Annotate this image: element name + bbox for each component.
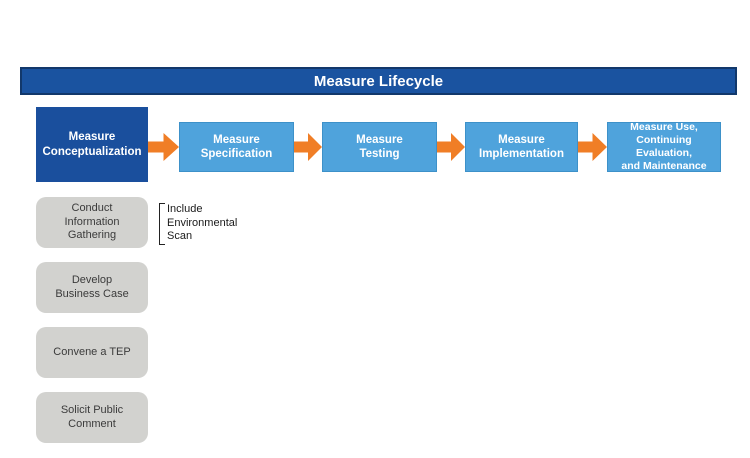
substep-convene-a-tep: Convene a TEP (36, 327, 148, 378)
stage-measure-use-evaluation-maintenance: Measure Use, Continuing Evaluation, and … (607, 121, 721, 172)
substep-develop-business-case: Develop Business Case (36, 262, 148, 313)
substep-conduct-information-gathering: Conduct Information Gathering (36, 197, 148, 248)
stage-measure-testing: Measure Testing (322, 122, 437, 172)
stage-measure-implementation: Measure Implementation (465, 122, 578, 172)
right-arrow-icon (437, 133, 465, 161)
stage-measure-conceptualization: Measure Conceptualization (36, 107, 148, 182)
right-arrow-icon (578, 133, 607, 161)
environmental-scan-note: Include Environmental Scan (167, 203, 238, 242)
substep-solicit-public-comment: Solicit Public Comment (36, 392, 148, 443)
right-arrow-icon (294, 133, 322, 161)
stage-measure-specification: Measure Specification (179, 122, 294, 172)
page-title: Measure Lifecycle (20, 67, 737, 95)
left-bracket-icon (159, 203, 165, 245)
right-arrow-icon (148, 133, 179, 161)
